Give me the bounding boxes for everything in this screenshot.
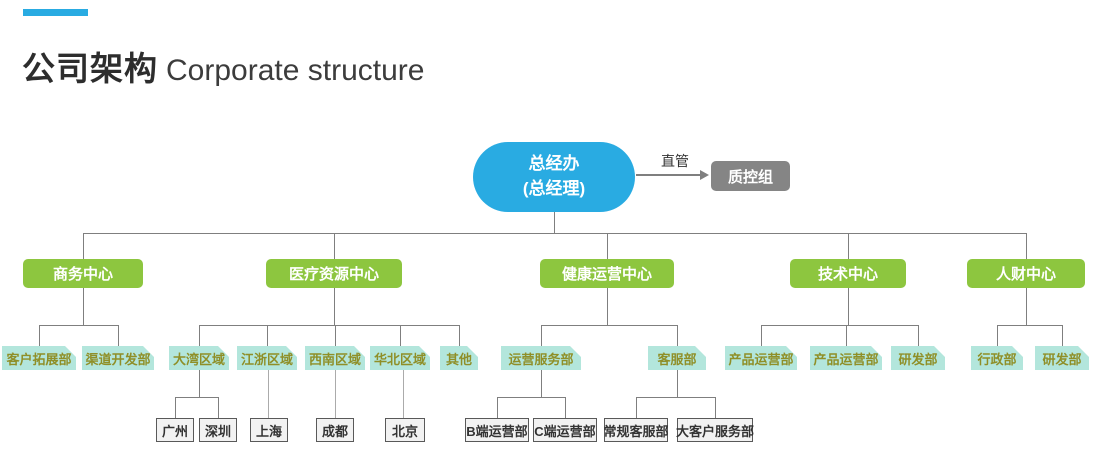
connector-line: [267, 325, 268, 346]
connector-line: [39, 325, 118, 326]
page-title-en: Corporate structure: [166, 54, 425, 87]
org-node-health-operation-center: 健康运营中心: [540, 259, 674, 288]
connector-line: [1026, 288, 1027, 325]
org-node-southwest-region: 西南区域: [305, 346, 365, 370]
page-title-zh: 公司架构: [22, 50, 158, 87]
root-label-line2: (总经理): [522, 179, 586, 198]
org-node-beijing: 北京: [385, 418, 425, 442]
connector-line: [677, 325, 678, 346]
connector-line: [541, 325, 677, 326]
org-node-jiangzhe-region: 江浙区域: [237, 346, 297, 370]
org-node-c-side-operation-dept: C端运营部: [533, 418, 597, 442]
org-node-operation-service-dept: 运营服务部: [501, 346, 581, 370]
connector-line: [997, 325, 1062, 326]
org-node-b-side-operation-dept: B端运营部: [465, 418, 529, 442]
connector-line: [715, 397, 716, 418]
connector-line: [554, 212, 555, 233]
connector-line: [459, 325, 460, 346]
org-node-rd-dept-hr-finance: 研发部: [1035, 346, 1089, 370]
org-node-product-operation-dept-2: 产品运营部: [810, 346, 882, 370]
connector-line: [636, 397, 637, 418]
org-node-administration-dept: 行政部: [971, 346, 1023, 370]
org-node-general-manager-office: 总经办 (总经理): [473, 142, 635, 212]
connector-line: [83, 288, 84, 325]
connector-line: [175, 397, 176, 418]
title-accent-bar: [23, 9, 88, 16]
connector-line: [403, 370, 404, 418]
connector-line: [83, 233, 84, 259]
connector-line: [335, 325, 336, 346]
org-node-key-account-service-dept: 大客户服务部: [676, 418, 754, 442]
org-node-chengdu: 成都: [316, 418, 354, 442]
org-node-hr-finance-center: 人财中心: [967, 259, 1085, 288]
connector-line: [118, 325, 119, 346]
org-node-quality-control-group: 质控组: [711, 161, 790, 191]
connector-line: [335, 370, 336, 418]
org-node-shanghai: 上海: [250, 418, 288, 442]
connector-line: [497, 397, 565, 398]
direct-manage-arrow-line: [636, 174, 701, 176]
connector-line: [565, 397, 566, 418]
connector-line: [761, 325, 762, 346]
connector-line: [83, 233, 1026, 234]
connector-line: [1062, 325, 1063, 346]
connector-line: [541, 370, 542, 397]
direct-manage-arrow-head-icon: [700, 170, 709, 180]
connector-line: [607, 288, 608, 325]
connector-line: [997, 325, 998, 346]
connector-line: [218, 397, 219, 418]
connector-line: [848, 288, 849, 325]
org-node-medical-resource-center: 医疗资源中心: [266, 259, 402, 288]
direct-manage-label: 直管: [661, 153, 689, 169]
root-label-line1: 总经办: [528, 154, 580, 174]
connector-line: [677, 370, 678, 397]
connector-line: [268, 370, 269, 418]
org-node-customer-service-dept: 客服部: [648, 346, 706, 370]
org-node-guangzhou: 广州: [156, 418, 194, 442]
org-node-product-operation-dept-1: 产品运营部: [725, 346, 797, 370]
connector-line: [918, 325, 919, 346]
connector-line: [846, 325, 847, 346]
org-node-channel-development-dept: 渠道开发部: [82, 346, 154, 370]
connector-line: [1026, 233, 1027, 259]
org-node-business-center: 商务中心: [23, 259, 143, 288]
org-node-other-region: 其他: [440, 346, 478, 370]
connector-line: [761, 325, 918, 326]
connector-line: [199, 325, 200, 346]
org-node-regular-customer-service-dept: 常规客服部: [604, 418, 669, 442]
connector-line: [400, 325, 401, 346]
org-node-north-china-region: 华北区域: [370, 346, 430, 370]
connector-line: [334, 233, 335, 259]
connector-line: [497, 397, 498, 418]
connector-line: [175, 397, 218, 398]
org-node-rd-dept-tech: 研发部: [891, 346, 945, 370]
org-node-technology-center: 技术中心: [790, 259, 906, 288]
org-node-greater-bay-region: 大湾区域: [169, 346, 229, 370]
connector-line: [199, 325, 459, 326]
connector-line: [334, 288, 335, 325]
org-node-customer-expansion-dept: 客户拓展部: [2, 346, 76, 370]
connector-line: [541, 325, 542, 346]
connector-line: [848, 233, 849, 259]
connector-line: [39, 325, 40, 346]
connector-line: [607, 233, 608, 259]
connector-line: [636, 397, 715, 398]
connector-line: [199, 370, 200, 397]
org-node-shenzhen: 深圳: [199, 418, 237, 442]
